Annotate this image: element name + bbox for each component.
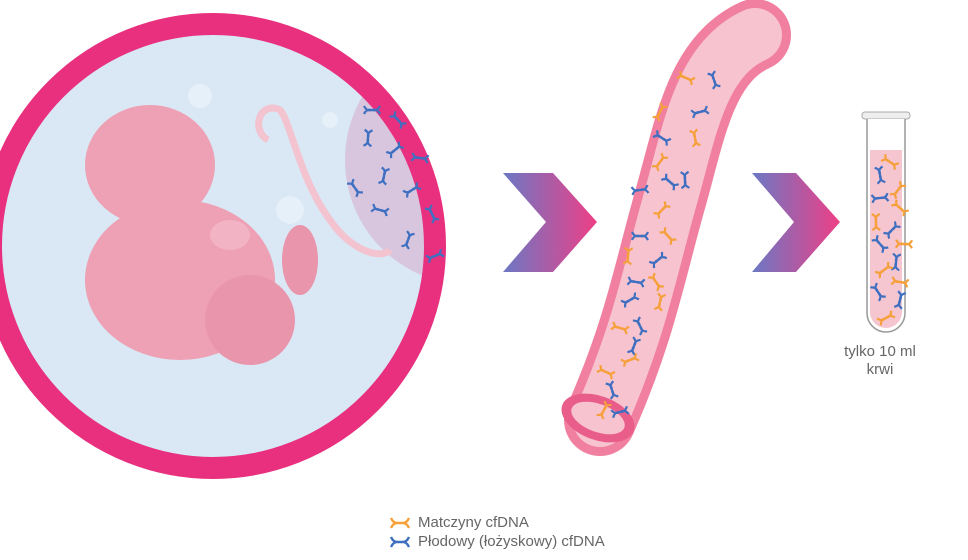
- legend-label-fetal: Płodowy (łożyskowy) cfDNA: [418, 533, 605, 550]
- dna-orange-icon: [890, 276, 910, 288]
- tube-caption-line1: tylko 10 ml: [844, 343, 916, 360]
- dna-orange-icon: [659, 226, 677, 246]
- dna-blue-icon: [370, 203, 390, 217]
- dna-orange-icon: [874, 261, 894, 279]
- dna-blue-icon: [648, 251, 668, 269]
- fetus: [85, 104, 393, 365]
- dna-orange-icon: [894, 239, 914, 249]
- dna-blue-icon: [874, 165, 886, 185]
- dna-orange-icon: [890, 199, 910, 217]
- dna-blue-icon: [610, 405, 630, 419]
- dna-blue-icon: [680, 170, 690, 190]
- dna-blue-icon: [346, 178, 364, 198]
- dna-blue-icon: [652, 130, 672, 146]
- dna-orange-icon: [652, 102, 668, 122]
- dna-blue-icon: [707, 70, 721, 90]
- dna-orange-icon: [889, 180, 907, 200]
- dna-blue-icon: [871, 234, 889, 254]
- dna-blue-icon: [870, 282, 886, 302]
- legend-label-maternal: Matczyny cfDNA: [418, 514, 529, 531]
- test-tube: [861, 111, 911, 333]
- dna-blue-icon: [389, 535, 411, 548]
- dna-orange-icon: [651, 152, 669, 172]
- dna-blue-icon: [893, 290, 907, 310]
- blood-vessel: [561, 0, 791, 456]
- dna-blue-icon: [890, 252, 902, 272]
- legend: Matczyny cfDNA Płodowy (łożyskowy) cfDNA: [388, 513, 605, 551]
- dna-blue-icon: [385, 141, 405, 159]
- dna-blue-icon: [883, 221, 901, 239]
- arrow-chevron-2: [752, 173, 840, 272]
- dna-orange-icon: [676, 70, 696, 86]
- dna-orange-icon: [648, 272, 664, 292]
- dna-blue-icon: [660, 173, 680, 191]
- dna-blue-icon: [363, 105, 381, 115]
- dna-orange-icon: [610, 321, 630, 335]
- dna-orange-icon: [620, 353, 640, 367]
- dna-orange-icon: [871, 212, 881, 232]
- legend-item-fetal: Płodowy (łożyskowy) cfDNA: [388, 532, 605, 551]
- dna-blue-icon: [630, 184, 650, 196]
- dna-orange-icon: [596, 364, 616, 380]
- dna-orange-icon: [596, 400, 612, 420]
- dna-blue-icon: [362, 128, 374, 148]
- dna-blue-icon: [627, 336, 641, 356]
- dna-blue-icon: [389, 111, 407, 129]
- dna-orange-icon: [689, 128, 701, 148]
- dna-blue-icon: [870, 192, 890, 204]
- dna-orange-icon: [653, 292, 667, 312]
- dna-orange-icon: [653, 201, 671, 219]
- dna-blue-icon: [378, 166, 390, 186]
- dna-blue-icon: [626, 276, 646, 288]
- dna-blue-icon: [630, 231, 650, 241]
- dna-orange-icon: [876, 310, 896, 326]
- tube-caption-line2: krwi: [866, 361, 894, 378]
- dna-orange-icon: [622, 246, 634, 266]
- dna-blue-icon: [424, 204, 440, 224]
- dna-blue-icon: [620, 292, 640, 308]
- dna-blue-icon: [401, 230, 415, 250]
- dna-blue-icon: [425, 249, 445, 263]
- dna-blue-icon: [690, 105, 710, 119]
- dna-orange-icon: [880, 154, 900, 170]
- tube-caption: tylko 10 ml krwi: [830, 343, 930, 379]
- dna-blue-icon: [402, 182, 422, 198]
- legend-item-maternal: Matczyny cfDNA: [388, 513, 605, 532]
- dna-blue-icon: [632, 316, 648, 336]
- arrow-chevron-1: [503, 173, 597, 272]
- dna-blue-icon: [605, 380, 619, 400]
- dna-orange-icon: [389, 516, 411, 529]
- dna-blue-icon: [410, 152, 430, 164]
